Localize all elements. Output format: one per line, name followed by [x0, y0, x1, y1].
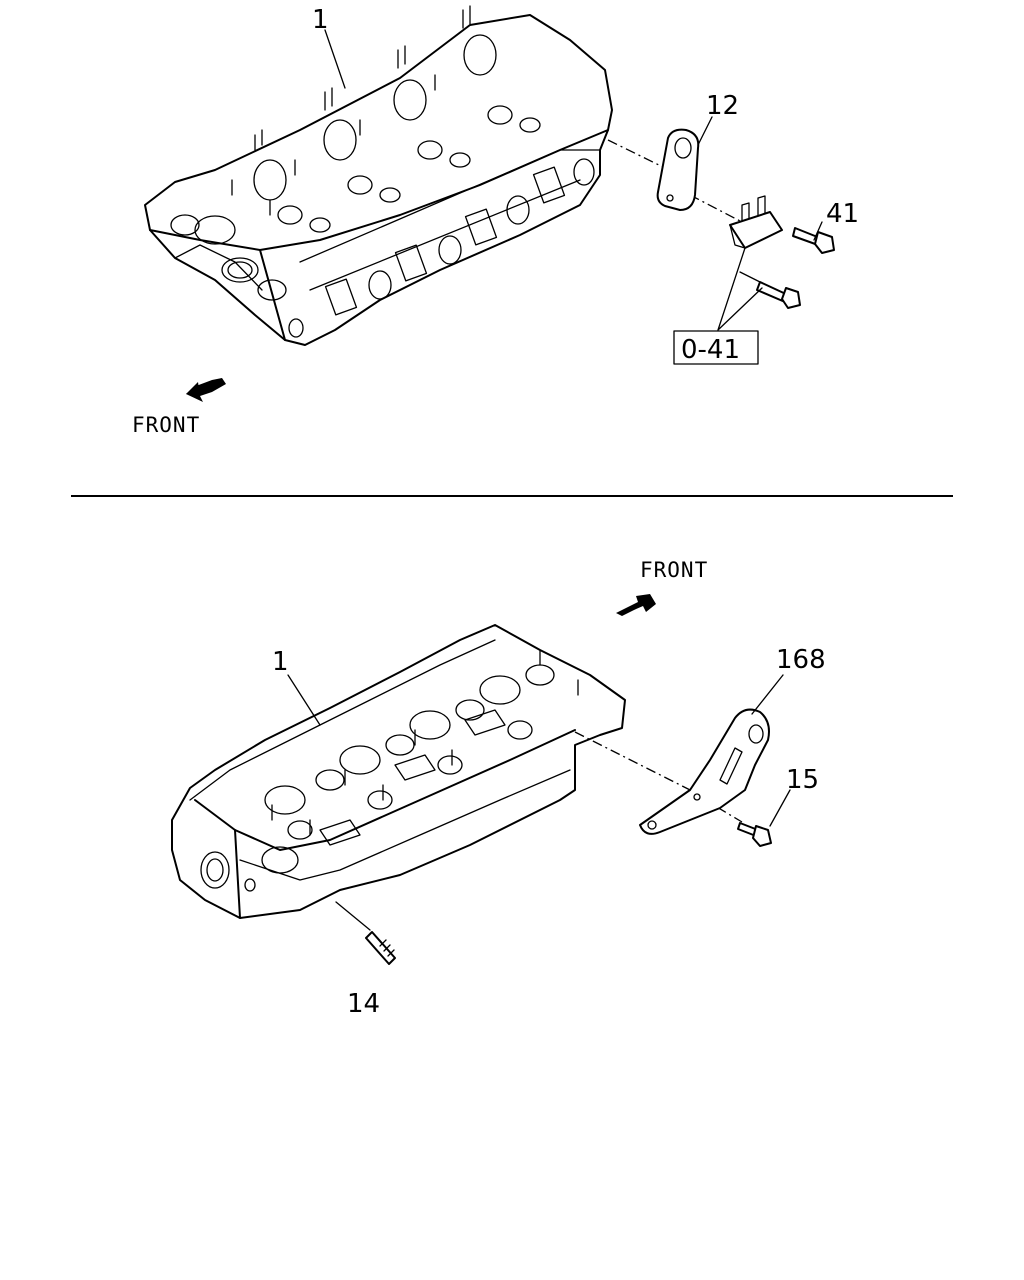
cylinder-head-upper: [144, 5, 613, 346]
cylinder-head-lower: [171, 624, 626, 919]
callout-168: 168: [776, 645, 826, 675]
lower-centerline: [574, 731, 701, 796]
bracket-168: [639, 708, 770, 835]
reference-box: [673, 330, 759, 365]
bolt-lower: [756, 281, 801, 309]
upper-view: 1 12 41 0-41 FRONT: [132, 5, 859, 437]
bracket-12: [656, 128, 700, 211]
front-arrow-lower: [616, 594, 656, 616]
lower-view: FRONT: [171, 558, 826, 1019]
callout-12: 12: [706, 91, 739, 121]
front-label-upper: FRONT: [132, 413, 200, 437]
callout-1-upper: 1: [312, 5, 329, 35]
callout-15: 15: [786, 765, 819, 795]
upper-centerline: [607, 139, 666, 169]
stud-14: [365, 931, 396, 965]
front-label-lower: FRONT: [640, 558, 708, 582]
mount-block: [729, 195, 783, 249]
callout-1-lower: 1: [272, 647, 289, 677]
bolt-41: [792, 227, 835, 254]
callout-0-41: 0-41: [681, 335, 740, 365]
bolt-15: [737, 822, 772, 847]
callout-41: 41: [826, 199, 859, 229]
front-arrow-upper: [186, 378, 226, 402]
callout-14: 14: [347, 989, 380, 1019]
